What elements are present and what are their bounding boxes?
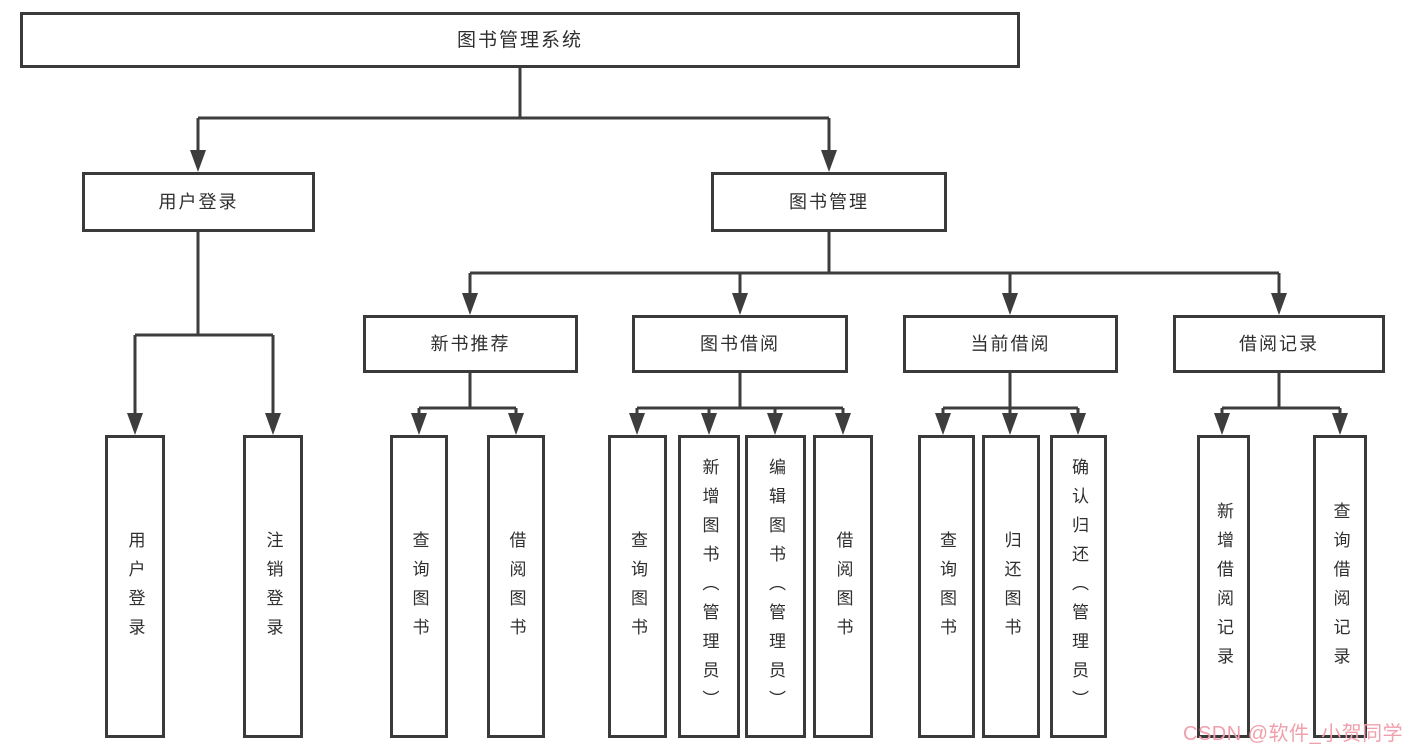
leaf-query-borrow-record: 查询借阅记录 [1313,435,1367,738]
leaf-return-books: 归还图书 [982,435,1040,738]
leaf-edit-books-admin: 编辑图书（管理员） [745,435,806,738]
leaf-query-books-borrowing: 查询图书 [608,435,667,738]
leaf-query-books-recommend: 查询图书 [390,435,448,738]
node-book-management: 图书管理 [711,172,947,232]
leaf-borrow-books: 借阅图书 [813,435,873,738]
leaf-user-login: 用户登录 [105,435,165,738]
node-new-book-recommend: 新书推荐 [363,315,578,373]
leaf-query-books-current: 查询图书 [918,435,975,738]
node-book-borrowing: 图书借阅 [632,315,848,373]
watermark: CSDN @软件_小贺同学 [1183,723,1404,745]
leaf-add-borrow-record: 新增借阅记录 [1197,435,1250,738]
node-borrowing-records: 借阅记录 [1173,315,1385,373]
node-library-management-system: 图书管理系统 [20,12,1020,68]
node-current-borrowing: 当前借阅 [903,315,1118,373]
node-user-login: 用户登录 [82,172,315,232]
leaf-confirm-return-admin: 确认归还（管理员） [1050,435,1107,738]
leaf-logout: 注销登录 [243,435,303,738]
leaf-borrow-books-recommend: 借阅图书 [487,435,545,738]
leaf-add-books-admin: 新增图书（管理员） [678,435,740,738]
